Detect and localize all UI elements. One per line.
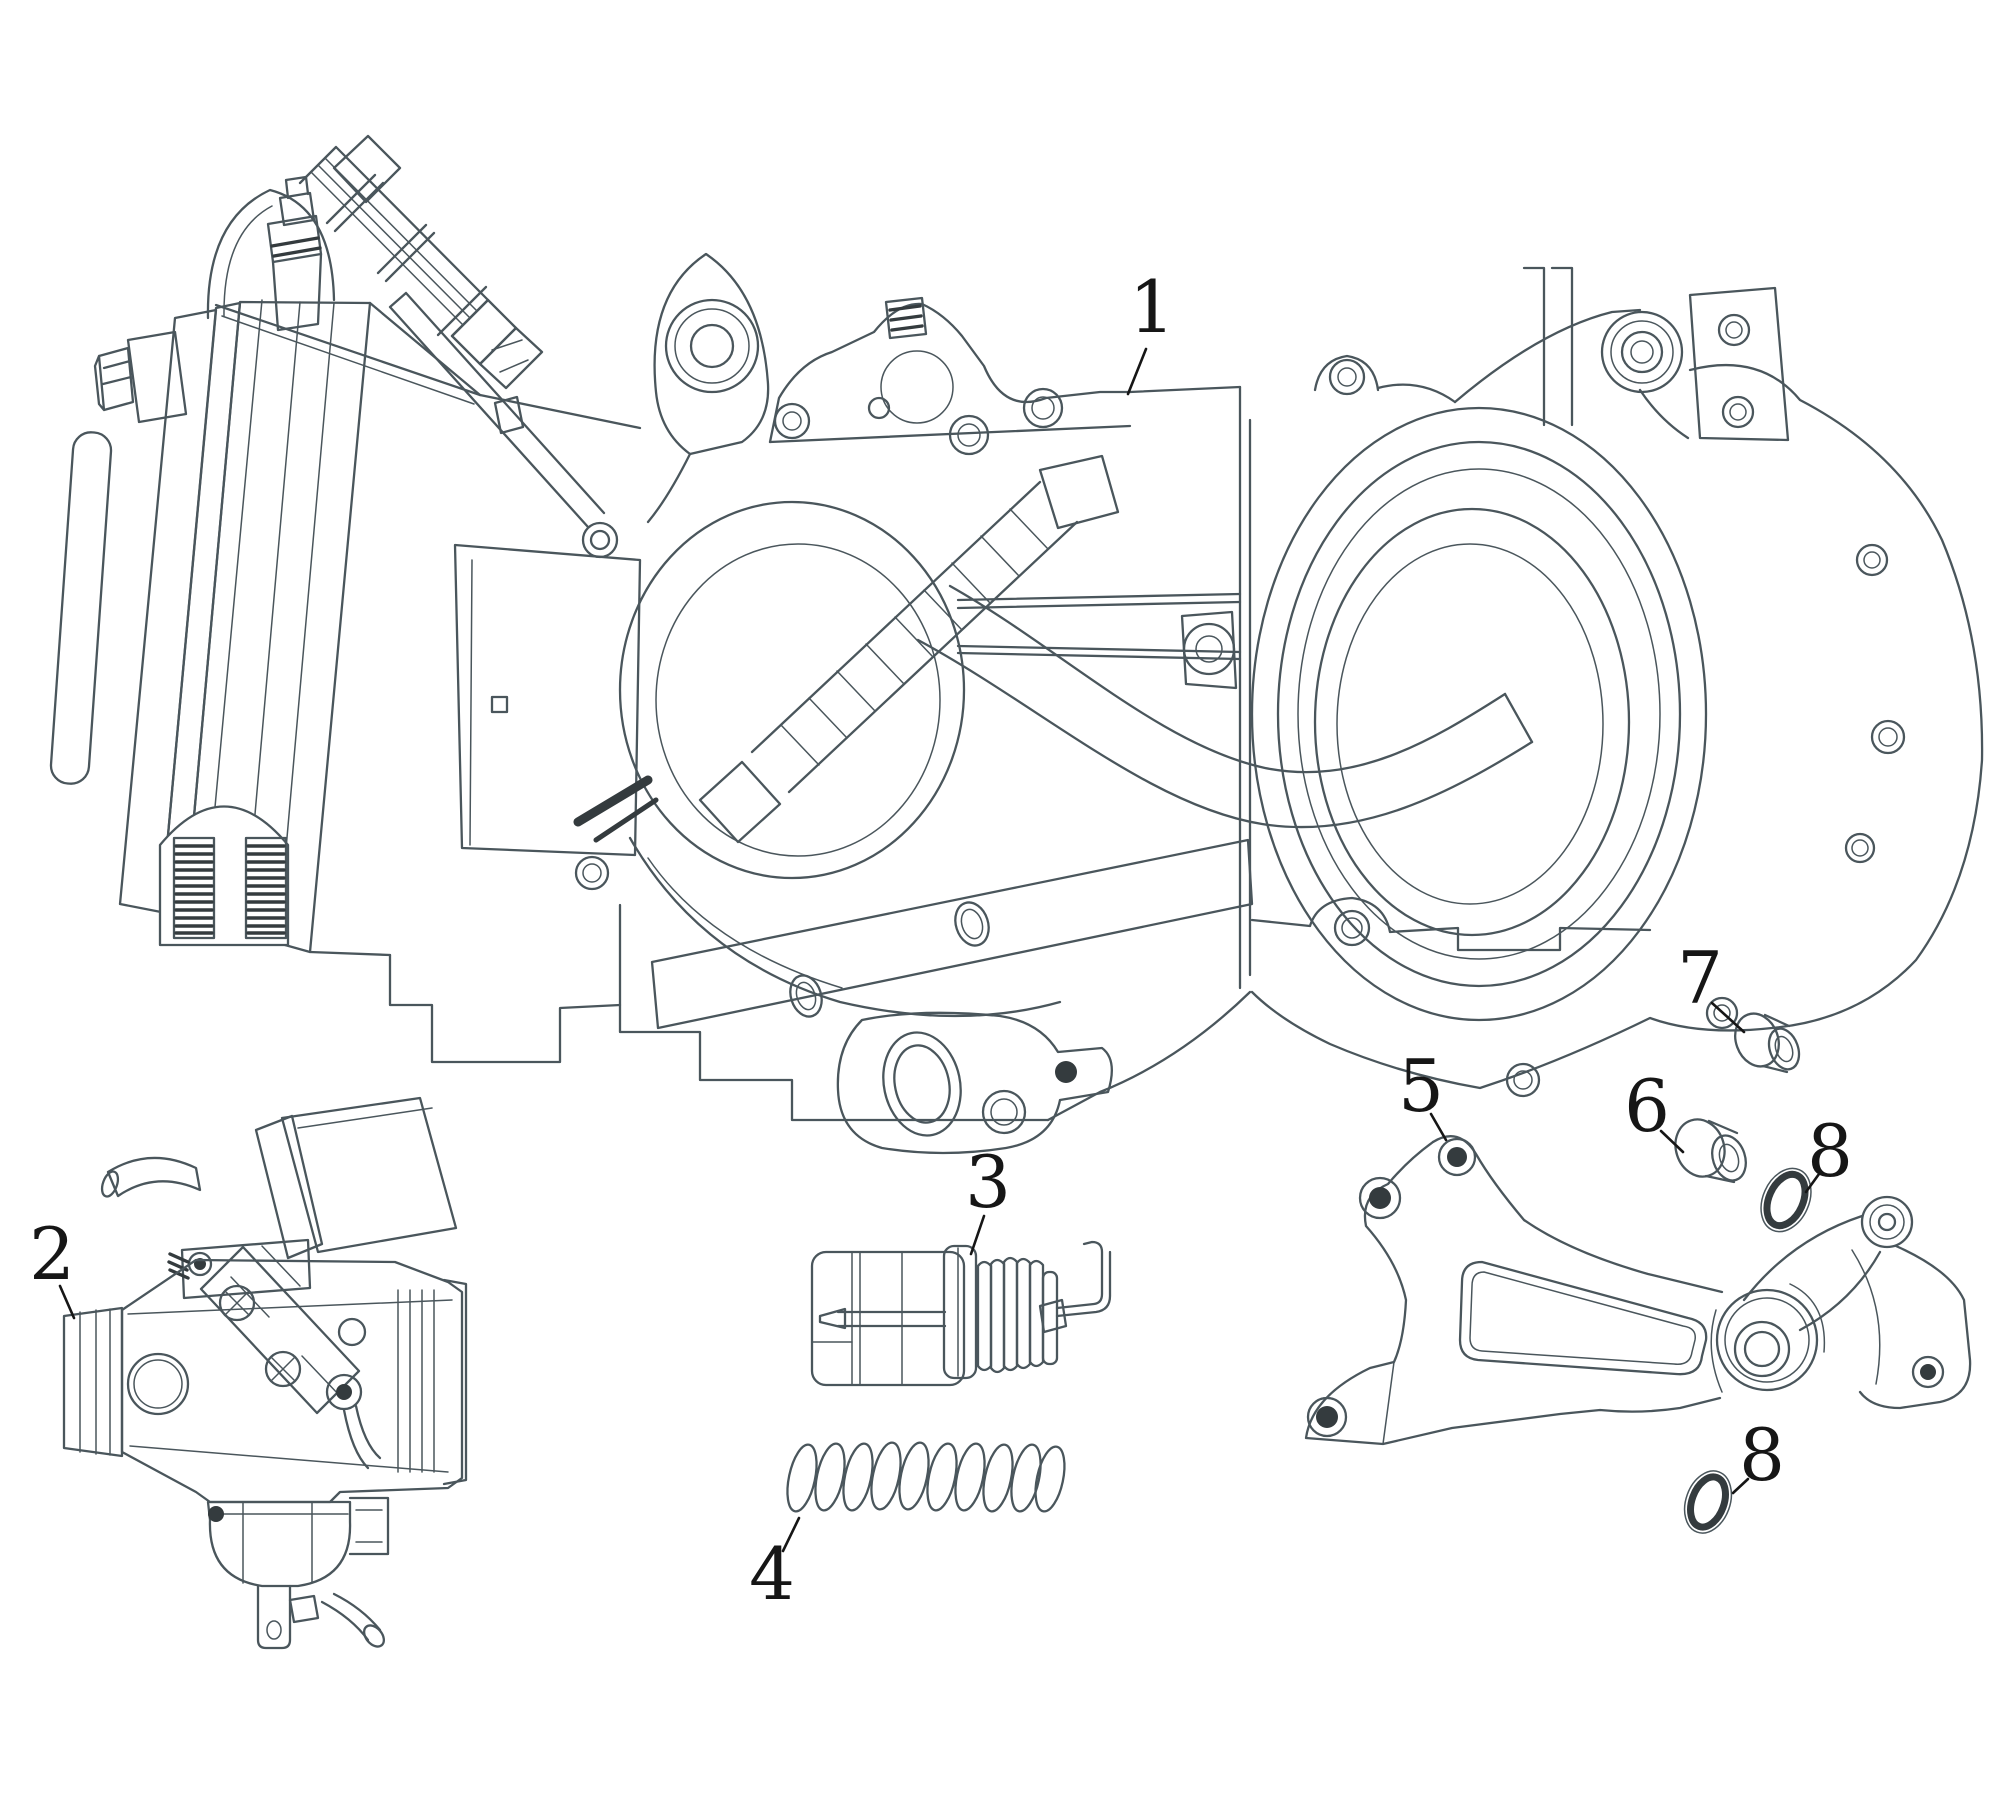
mount-bracket-drawing bbox=[1304, 1135, 1972, 1446]
callout-number: 8 bbox=[1739, 1413, 1785, 1497]
cvt-cover bbox=[1046, 266, 1984, 1122]
callout-number: 5 bbox=[1398, 1044, 1444, 1128]
callout-leader-line bbox=[1710, 1001, 1746, 1034]
starter-plunger-drawing bbox=[810, 1240, 1112, 1387]
callout-labels: 1 2 3 4 5 67 8 8 bbox=[29, 265, 1853, 1616]
callout-number: 8 bbox=[1807, 1109, 1853, 1193]
callout-leader-line bbox=[58, 1284, 76, 1320]
callout-number: 2 bbox=[29, 1212, 75, 1296]
callout-number: 3 bbox=[965, 1140, 1011, 1224]
callout-leader-line bbox=[1429, 1112, 1448, 1142]
engine-assembly-drawing bbox=[49, 134, 1984, 1155]
callout-leader-line bbox=[969, 1214, 986, 1256]
bushing-7-drawing bbox=[1734, 1012, 1801, 1074]
spring-drawing bbox=[786, 1441, 1066, 1513]
top-mount-plate bbox=[768, 296, 1132, 456]
callout-leader-line bbox=[1659, 1129, 1685, 1154]
mount-strut bbox=[388, 291, 619, 559]
intake-tube bbox=[298, 134, 544, 390]
seal-ring-upper-drawing bbox=[1760, 1167, 1812, 1233]
callout-leader-line bbox=[1731, 1477, 1750, 1495]
callout-leader-line bbox=[1126, 347, 1148, 396]
lower-bracket bbox=[308, 838, 1254, 1155]
callout-number: 1 bbox=[1129, 265, 1175, 349]
callout-leader-line bbox=[781, 1516, 801, 1553]
seal-ring-lower-drawing bbox=[1683, 1470, 1733, 1534]
valve-cover bbox=[206, 175, 336, 332]
case-top-edge bbox=[1128, 354, 1457, 404]
callout-leader-line bbox=[1804, 1172, 1821, 1194]
cooling-fins bbox=[158, 805, 290, 947]
callout-number: 7 bbox=[1677, 936, 1723, 1020]
hanger-bracket bbox=[646, 252, 770, 524]
callout-number: 4 bbox=[749, 1532, 795, 1616]
crankcase-center bbox=[453, 454, 1120, 1018]
bushing-6-drawing bbox=[1674, 1118, 1747, 1184]
carburetor-drawing bbox=[62, 1096, 468, 1650]
callout-number: 6 bbox=[1624, 1064, 1670, 1148]
cylinder-block bbox=[49, 299, 642, 954]
connecting-arm bbox=[916, 584, 1534, 829]
